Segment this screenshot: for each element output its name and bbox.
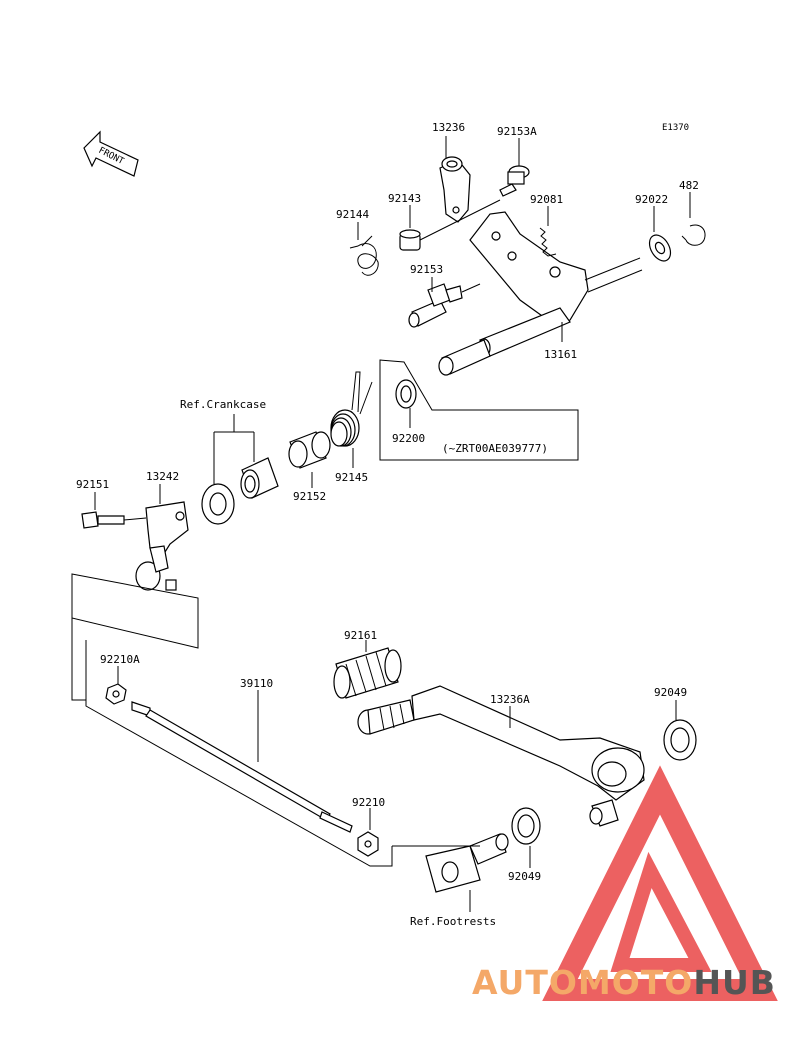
ref-footrests-label: Ref.Footrests	[410, 915, 496, 928]
label-92153: 92153	[410, 263, 443, 276]
label-92152: 92152	[293, 490, 326, 503]
watermark-part1: AUTOMOTO	[472, 963, 693, 1002]
part-oil-seal	[201, 483, 235, 525]
label-13236a: 13236A	[490, 693, 530, 706]
label-92081: 92081	[530, 193, 563, 206]
serial-note: (~ZRT00AE039777)	[442, 442, 548, 455]
watermark-part2: HUB	[693, 963, 776, 1002]
label-92151: 92151	[76, 478, 109, 491]
label-92210: 92210	[352, 796, 385, 809]
label-92200: 92200	[392, 432, 425, 445]
part-92151-bolt	[81, 511, 125, 529]
part-92143-collar	[399, 229, 421, 251]
part-39110-tie-rod	[131, 701, 353, 833]
label-13242: 13242	[146, 470, 179, 483]
part-92049-oil-seal-top	[663, 719, 697, 761]
label-92049-top: 92049	[654, 686, 687, 699]
part-92161-pedal-rubber	[333, 647, 402, 699]
label-92143: 92143	[388, 192, 421, 205]
part-92210a-nut	[105, 683, 127, 705]
part-482-circlip	[681, 224, 706, 246]
label-92022: 92022	[635, 193, 668, 206]
label-13161: 13161	[544, 348, 577, 361]
label-92153a: 92153A	[497, 125, 537, 138]
part-13242-shift-lever	[135, 501, 189, 591]
part-13236-shift-arm	[439, 156, 471, 223]
label-92049-bottom: 92049	[508, 870, 541, 883]
part-92153a-bolt	[499, 165, 530, 197]
watermark-text: AUTOMOTOHUB	[472, 963, 776, 1002]
part-92153-bolt	[408, 283, 463, 328]
label-92144: 92144	[336, 208, 369, 221]
part-92081-spring	[539, 227, 557, 257]
label-13236: 13236	[432, 121, 465, 134]
part-92152-collar	[288, 431, 331, 469]
part-13236a-shift-pedal	[357, 685, 645, 827]
automotohub-logo	[542, 765, 778, 1001]
part-92022-washer	[648, 234, 672, 262]
front-arrow-icon: FRONT	[83, 130, 139, 177]
label-92161: 92161	[344, 629, 377, 642]
label-39110: 39110	[240, 677, 273, 690]
ref-crankcase-label: Ref.Crankcase	[180, 398, 266, 411]
label-482: 482	[679, 179, 699, 192]
part-92049-oil-seal-bottom	[511, 807, 541, 845]
part-needle-bearing	[240, 457, 279, 499]
part-13161-shift-shaft	[438, 211, 643, 376]
part-92200-washer	[395, 379, 417, 409]
label-92210a: 92210A	[100, 653, 140, 666]
part-92145-spring	[330, 371, 373, 447]
serial-note-box	[379, 359, 579, 461]
label-92145: 92145	[335, 471, 368, 484]
part-92210-nut	[357, 831, 379, 857]
footrest-pivot	[425, 833, 509, 893]
part-92144-spring	[349, 235, 379, 276]
diagram-code: E1370	[662, 123, 689, 133]
